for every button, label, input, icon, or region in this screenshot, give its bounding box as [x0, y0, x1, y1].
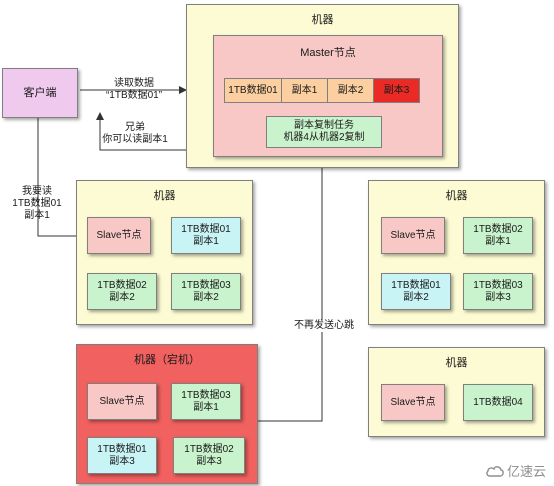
- no-heartbeat-label: 不再发送心跳: [288, 320, 360, 332]
- master-node: Master节点 1TB数据01 副本1 副本2 副本3 副本复制任务 机器4从…: [213, 35, 443, 157]
- logo-text: 亿速云: [506, 464, 546, 479]
- slave-node: Slave节点: [381, 217, 445, 254]
- master-title: Master节点: [300, 47, 356, 59]
- machine-title: 机器: [445, 190, 468, 202]
- client-label: 客户端: [23, 87, 57, 99]
- machine-2: 机器 Slave节点 1TB数据01 副本1 1TB数据02 副本2 1TB数据…: [76, 180, 253, 325]
- data-block: 1TB数据01 副本1: [171, 217, 241, 254]
- data-block: 1TB数据03 副本3: [463, 273, 533, 310]
- machine-title: 机器: [311, 14, 334, 26]
- client-node[interactable]: 客户端: [2, 68, 78, 118]
- data-block: 1TB数据02 副本2: [87, 273, 157, 310]
- machine-down: 机器（宕机） Slave节点 1TB数据03 副本1 1TB数据01 副本3 1…: [76, 344, 258, 484]
- machine-3: 机器 Slave节点 1TB数据02 副本1 1TB数据01 副本2 1TB数据…: [368, 180, 545, 325]
- read-request-label: 读取数据 “1TB数据01”: [105, 78, 163, 101]
- machine-title: 机器（宕机）: [134, 354, 200, 366]
- machine-title: 机器: [153, 190, 176, 202]
- data-block: 1TB数据02 副本1: [463, 217, 533, 254]
- yisu-cloud-logo: 亿速云: [486, 461, 546, 480]
- master-replica3-cell: 副本3: [373, 78, 420, 103]
- master-replica1-cell: 副本1: [281, 78, 328, 103]
- data-block: 1TB数据01 副本2: [381, 273, 451, 310]
- slave-node: Slave节点: [381, 384, 445, 421]
- data-block: 1TB数据04: [463, 384, 533, 421]
- replica-copy-task: 副本复制任务 机器4从机器2复制: [266, 116, 382, 148]
- slave-node: Slave节点: [87, 383, 157, 420]
- master-replica2-cell: 副本2: [327, 78, 374, 103]
- slave-node: Slave节点: [87, 217, 151, 254]
- read-replica-label: 我要读 1TB数据01 副本1: [12, 186, 62, 221]
- machine-4: 机器 Slave节点 1TB数据04: [368, 347, 545, 437]
- yisu-cloud-logo-icon: [486, 465, 504, 477]
- data-block: 1TB数据03 副本2: [171, 273, 241, 310]
- reply-label: 兄弟 你可以读副本1: [102, 122, 168, 145]
- read-replica-arrow: [37, 118, 85, 240]
- data-block: 1TB数据01 副本3: [87, 437, 157, 474]
- master-data-cell: 1TB数据01: [224, 78, 282, 103]
- heartbeat-arrow: [258, 159, 326, 422]
- reply-arrow: [96, 112, 186, 151]
- data-block: 1TB数据02 副本3: [173, 437, 245, 474]
- machine-title: 机器: [445, 357, 468, 369]
- data-block: 1TB数据03 副本1: [171, 383, 241, 420]
- machine-master: 机器 Master节点 1TB数据01 副本1 副本2 副本3 副本复制任务 机…: [186, 4, 459, 168]
